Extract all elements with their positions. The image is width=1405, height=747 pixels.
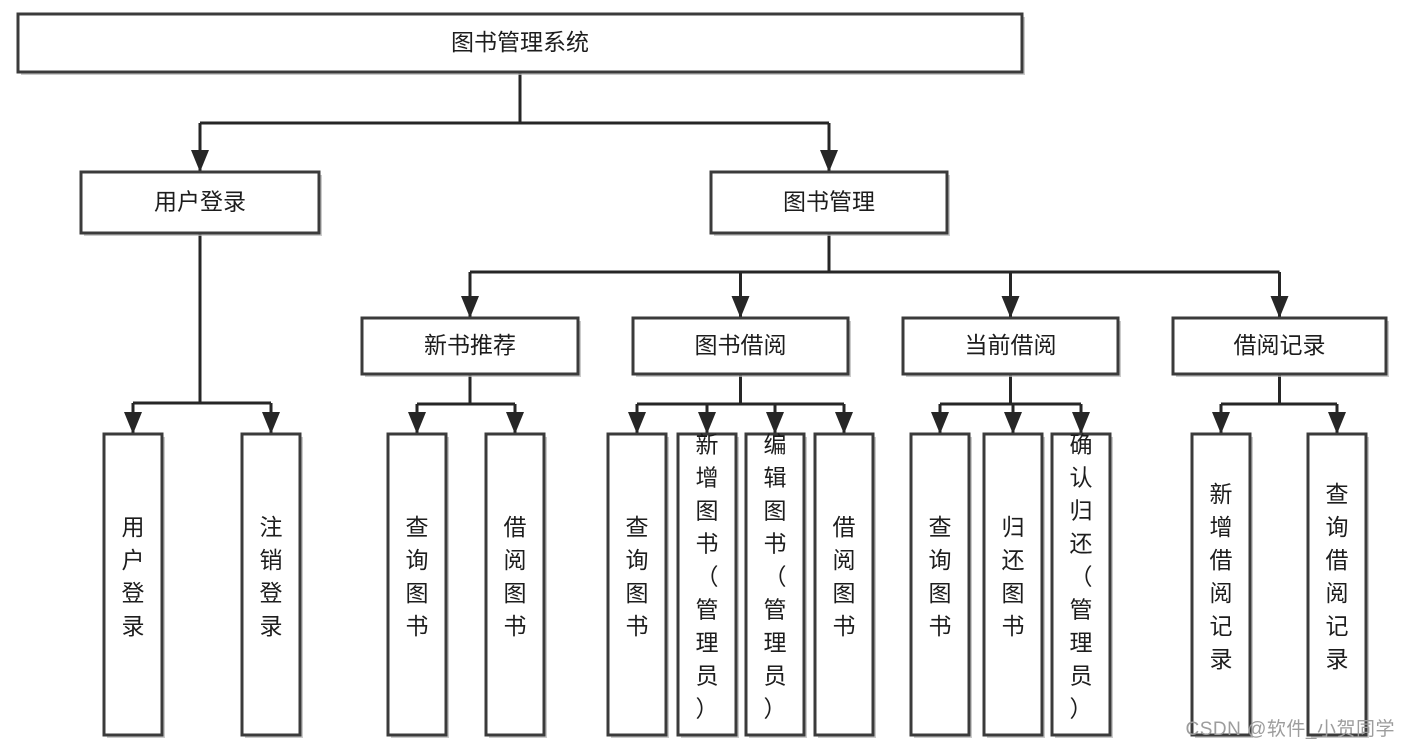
- node-label: 查询图书: [929, 514, 952, 639]
- node-current-borrow[interactable]: 当前借阅: [901, 316, 1121, 377]
- node-root-root[interactable]: 图书管理系统: [16, 12, 1025, 75]
- node-new-book-recommend[interactable]: 新书推荐: [360, 316, 581, 377]
- node-label: 图书管理: [783, 189, 875, 215]
- node-label: 查询图书: [406, 514, 429, 639]
- node-label: 当前借阅: [965, 332, 1057, 358]
- node-label: 查询借阅记录: [1326, 481, 1349, 672]
- node-leaf-add-record[interactable]: 新增借阅记录: [1190, 432, 1253, 738]
- node-label: 图书借阅: [695, 332, 787, 358]
- node-leaf-borrow-book-2[interactable]: 借阅图书: [813, 432, 876, 738]
- node-leaf-query-record[interactable]: 查询借阅记录: [1306, 432, 1369, 738]
- node-leaf-add-book[interactable]: 新增图书（管理员）: [676, 432, 739, 739]
- node-label: 用户登录: [154, 189, 246, 215]
- node-label: 确认归还（管理员）: [1070, 432, 1093, 722]
- node-label: 注销登录: [260, 514, 283, 639]
- node-label: 图书管理系统: [451, 29, 589, 55]
- connector-lines: [124, 72, 1346, 434]
- node-label: 借阅图书: [833, 514, 856, 639]
- node-leaf-user-login[interactable]: 用户登录: [102, 432, 165, 738]
- node-leaf-return-book[interactable]: 归还图书: [982, 432, 1045, 738]
- node-label: 新增借阅记录: [1210, 481, 1233, 672]
- node-leaf-confirm-return[interactable]: 确认归还（管理员）: [1050, 432, 1113, 739]
- node-borrow-record[interactable]: 借阅记录: [1171, 316, 1389, 377]
- node-label: 新增图书（管理员）: [696, 432, 719, 722]
- node-label: 查询图书: [626, 514, 649, 639]
- node-leaf-user-logout[interactable]: 注销登录: [240, 432, 303, 738]
- node-boxes: 图书管理系统用户登录图书管理新书推荐图书借阅当前借阅借阅记录用户登录注销登录查询…: [16, 12, 1389, 739]
- node-book-borrow[interactable]: 图书借阅: [631, 316, 851, 377]
- node-label: 用户登录: [122, 514, 145, 639]
- node-leaf-borrow-book-1[interactable]: 借阅图书: [484, 432, 547, 738]
- node-label: 借阅记录: [1234, 332, 1326, 358]
- node-label: 借阅图书: [504, 514, 527, 639]
- node-book-management[interactable]: 图书管理: [709, 170, 950, 236]
- node-label: 新书推荐: [424, 332, 516, 358]
- node-leaf-query-book-2[interactable]: 查询图书: [606, 432, 669, 738]
- node-user-login[interactable]: 用户登录: [79, 170, 322, 236]
- node-label: 归还图书: [1002, 514, 1025, 639]
- node-leaf-edit-book[interactable]: 编辑图书（管理员）: [744, 432, 807, 739]
- node-leaf-query-book-1[interactable]: 查询图书: [386, 432, 449, 738]
- node-leaf-query-book-3[interactable]: 查询图书: [909, 432, 972, 738]
- node-label: 编辑图书（管理员）: [764, 432, 787, 722]
